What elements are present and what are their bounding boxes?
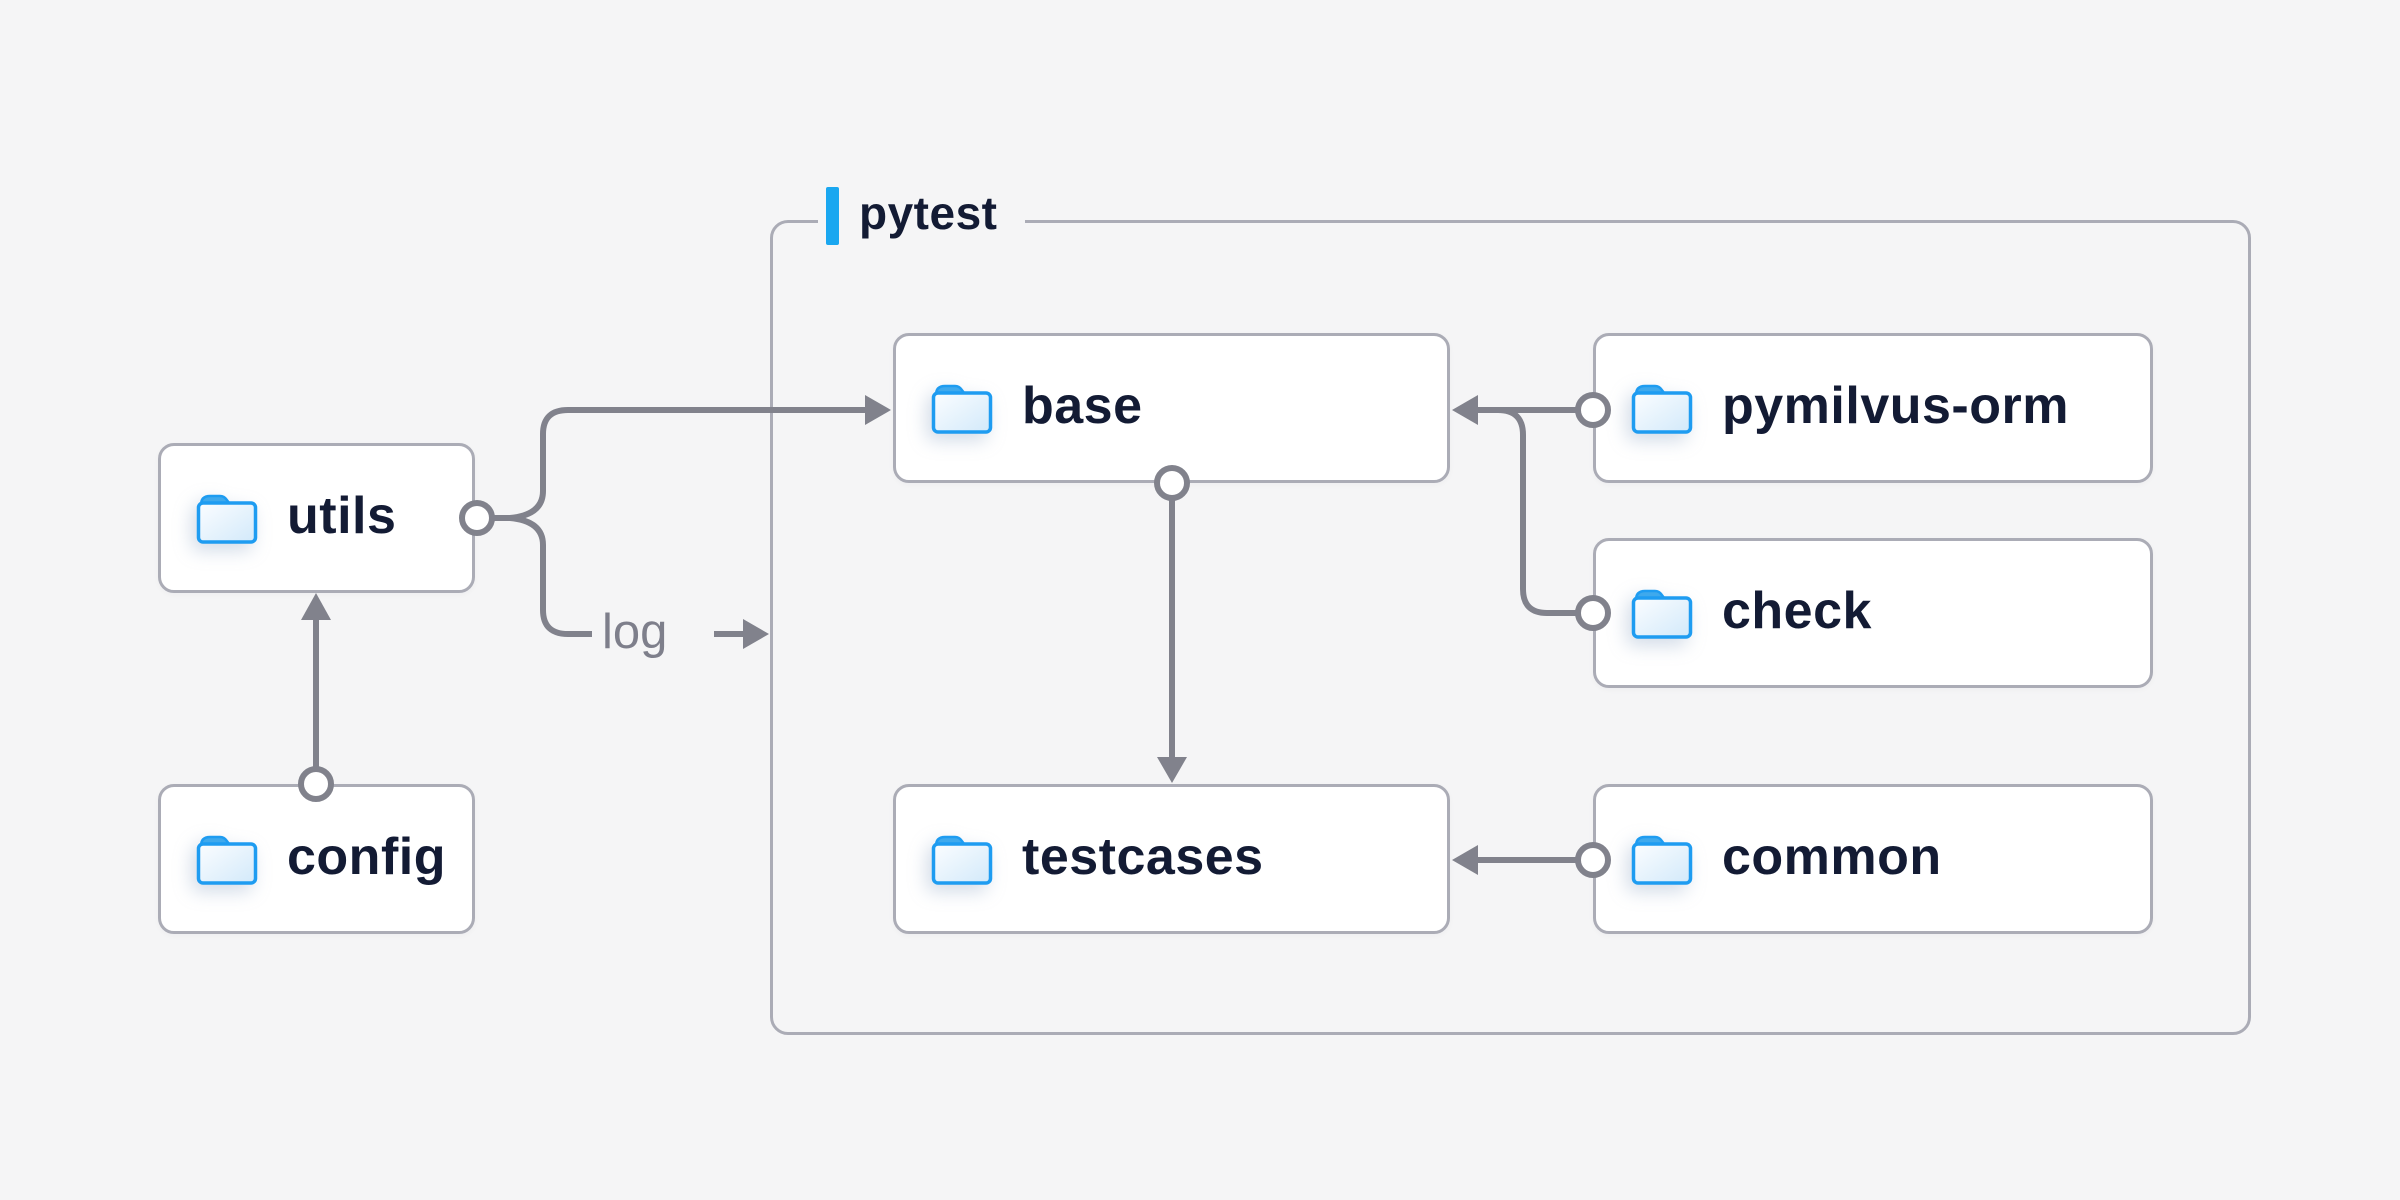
folder-icon bbox=[931, 384, 993, 434]
edge-label-log: log bbox=[602, 605, 668, 659]
pytest-group-border bbox=[770, 220, 2251, 1035]
node-label: utils bbox=[287, 487, 397, 545]
node-common: common bbox=[1593, 784, 2153, 934]
edge-config-to-utils bbox=[301, 593, 331, 770]
pytest-group-label: pytest bbox=[818, 185, 1026, 247]
node-label: config bbox=[287, 828, 446, 886]
node-pymilvus-orm: pymilvus-orm bbox=[1593, 333, 2153, 483]
node-label: testcases bbox=[1022, 828, 1264, 886]
accent-bar-icon bbox=[826, 187, 839, 245]
node-base: base bbox=[893, 333, 1450, 483]
node-check: check bbox=[1593, 538, 2153, 688]
node-testcases: testcases bbox=[893, 784, 1450, 934]
node-config: config bbox=[158, 784, 475, 934]
node-label: check bbox=[1722, 582, 1872, 640]
node-label: common bbox=[1722, 828, 1942, 886]
folder-icon bbox=[931, 835, 993, 885]
node-label: base bbox=[1022, 377, 1143, 435]
node-label: pymilvus-orm bbox=[1722, 377, 2069, 435]
folder-icon bbox=[1631, 384, 1693, 434]
group-title: pytest bbox=[859, 187, 998, 239]
folder-icon bbox=[1631, 589, 1693, 639]
folder-icon bbox=[196, 494, 258, 544]
folder-icon bbox=[1631, 835, 1693, 885]
node-utils: utils bbox=[158, 443, 475, 593]
folder-icon bbox=[196, 835, 258, 885]
